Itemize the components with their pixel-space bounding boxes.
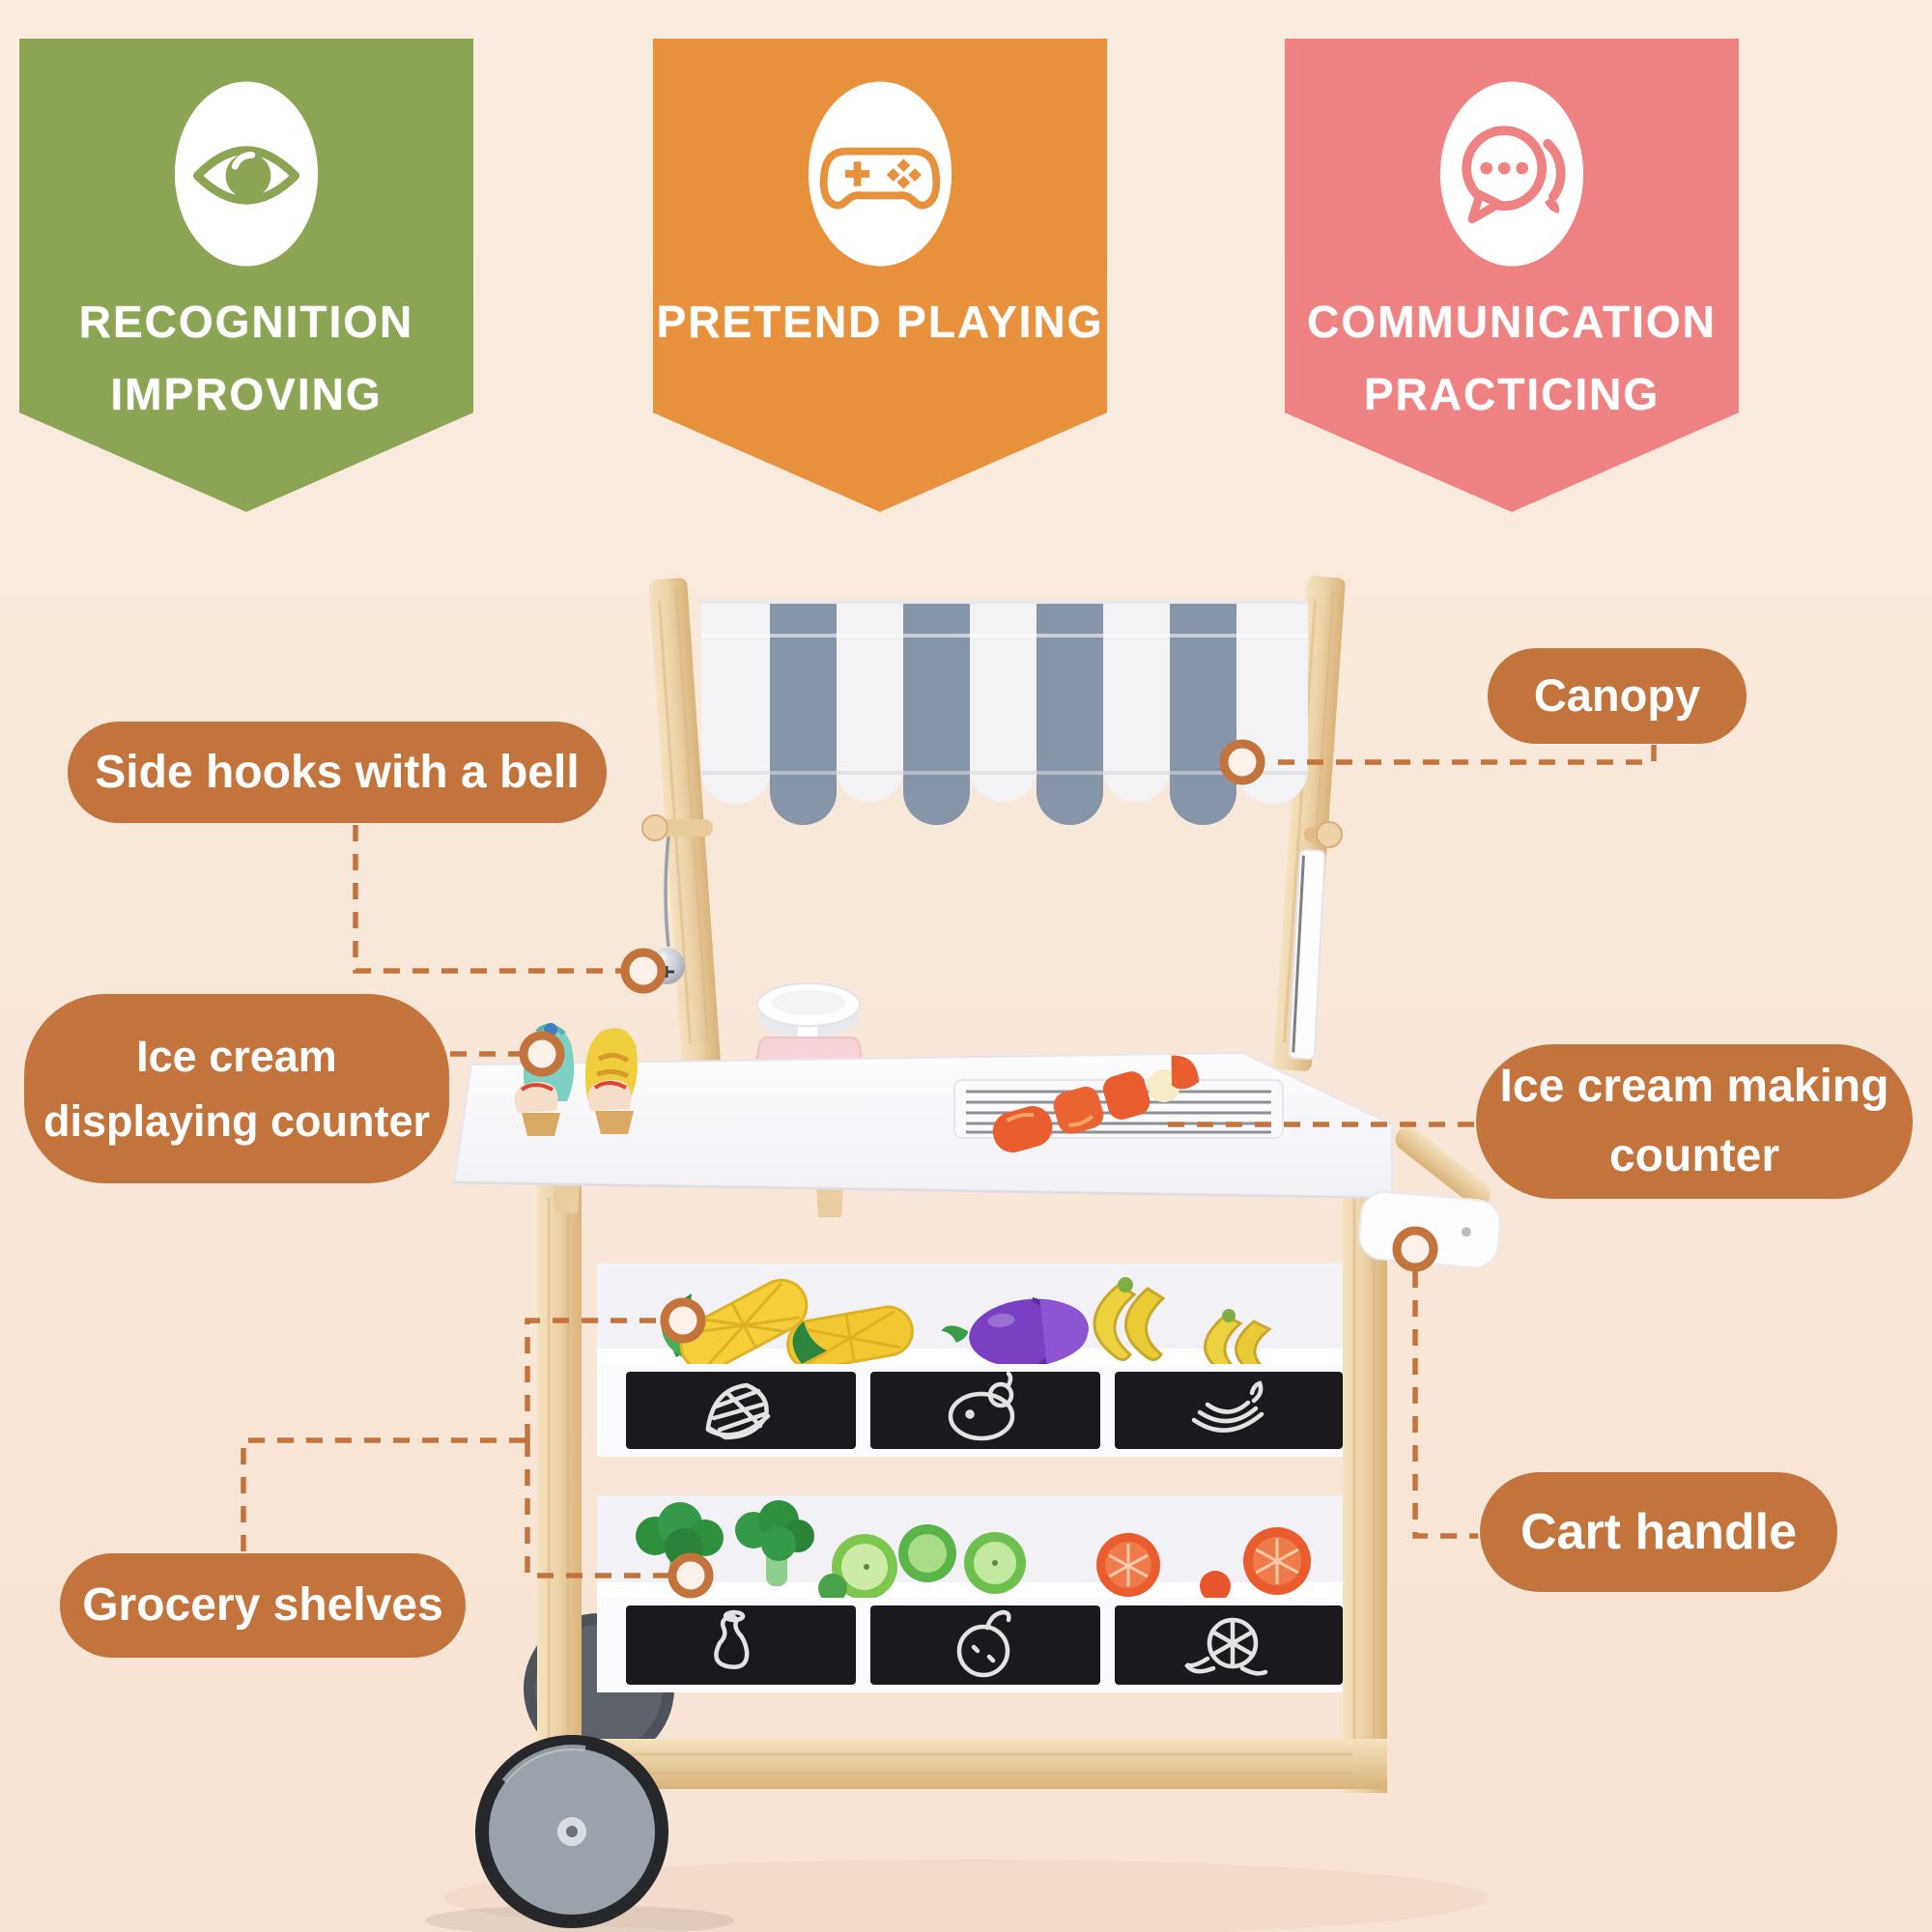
label-making-line2: counter [1608, 1130, 1779, 1181]
grocery-shelf-unit [537, 1180, 1387, 1793]
banner-title-line: IMPROVING [110, 368, 383, 419]
right-side-hook [1304, 821, 1343, 848]
connector-side-hooks [353, 825, 622, 974]
chat-bubbles-icon [1436, 77, 1587, 270]
cupcake [587, 1079, 634, 1134]
game-controller-icon [805, 77, 955, 270]
chalk-sign-corn [626, 1372, 856, 1449]
cupcake [514, 1081, 560, 1136]
cart-frame [537, 1180, 1387, 1793]
label-ice-cream-displaying-counter: Ice cream displaying counter [24, 994, 449, 1183]
label-canopy: Canopy [1488, 648, 1747, 744]
toy-carrot [992, 1055, 1200, 1153]
label-making-line1: Ice cream making [1499, 1061, 1889, 1112]
ring-marker-display-counter [519, 1031, 565, 1077]
cart-shadow [444, 1860, 1488, 1932]
banner-communication-practicing: COMMUNICATION PRACTICING [1285, 39, 1739, 512]
label-cart-handle-text: Cart handle [1520, 1504, 1798, 1560]
toy-bananas [1093, 1277, 1272, 1377]
ring-marker-grocery-upper [660, 1297, 706, 1344]
connector-grocery-shelves [241, 1318, 668, 1578]
banner-title-line: PRACTICING [1363, 368, 1661, 419]
canopy-awning [701, 601, 1308, 825]
banner-pretend-playing: PRETEND PLAYING [653, 39, 1107, 512]
chalk-sign-gourd [626, 1605, 856, 1685]
label-display-line2: displaying counter [43, 1096, 431, 1146]
ring-marker-cart-handle [1392, 1226, 1438, 1272]
label-side-hooks: Side hooks with a bell [68, 722, 607, 823]
banner-title-line: RECOGNITION [78, 297, 414, 347]
toy-green-fruits [818, 1524, 1026, 1603]
label-canopy-text: Canopy [1533, 669, 1701, 722]
label-cart-handle: Cart handle [1480, 1472, 1837, 1592]
toy-broccoli [636, 1500, 814, 1590]
connector-cart-handle [1412, 1271, 1478, 1539]
label-display-line1: Ice cream [136, 1031, 337, 1081]
toy-orange-halves [1096, 1527, 1311, 1602]
chalk-sign-banana [1115, 1372, 1343, 1449]
side-panel [1288, 848, 1326, 1061]
handle-dowel [1395, 1126, 1492, 1207]
ring-marker-canopy [1219, 739, 1265, 785]
counter-peg [553, 1182, 580, 1213]
counter-group [452, 982, 1393, 1217]
front-wheel [475, 1735, 668, 1928]
ring-marker-side-hooks [620, 948, 667, 994]
eye-icon [171, 77, 322, 270]
label-grocery-shelves-text: Grocery shelves [82, 1579, 443, 1631]
counter-peg [816, 1186, 843, 1217]
banner-title-line: COMMUNICATION [1307, 297, 1717, 347]
label-ice-cream-making-counter: Ice cream making counter [1476, 1044, 1913, 1199]
label-grocery-shelves: Grocery shelves [60, 1553, 466, 1658]
chalk-sign-orange-slice [1115, 1605, 1343, 1685]
connector-canopy [1265, 745, 1657, 765]
lower-shelf [597, 1495, 1343, 1692]
bell-wire [664, 836, 670, 948]
banner-title-line: PRETEND PLAYING [656, 297, 1104, 347]
toy-eggplant [941, 1297, 1089, 1368]
yellow-popsicle [584, 1028, 638, 1099]
ring-marker-grocery-lower [668, 1552, 714, 1599]
banner-recognition-improving: RECOGNITION IMPROVING [19, 39, 473, 512]
upper-shelf [597, 1264, 1343, 1457]
ice-cream-display [514, 1023, 638, 1136]
label-side-hooks-text: Side hooks with a bell [95, 746, 580, 798]
chalk-sign-pear [870, 1605, 1100, 1685]
chalk-sign-eggplant [870, 1371, 1100, 1449]
